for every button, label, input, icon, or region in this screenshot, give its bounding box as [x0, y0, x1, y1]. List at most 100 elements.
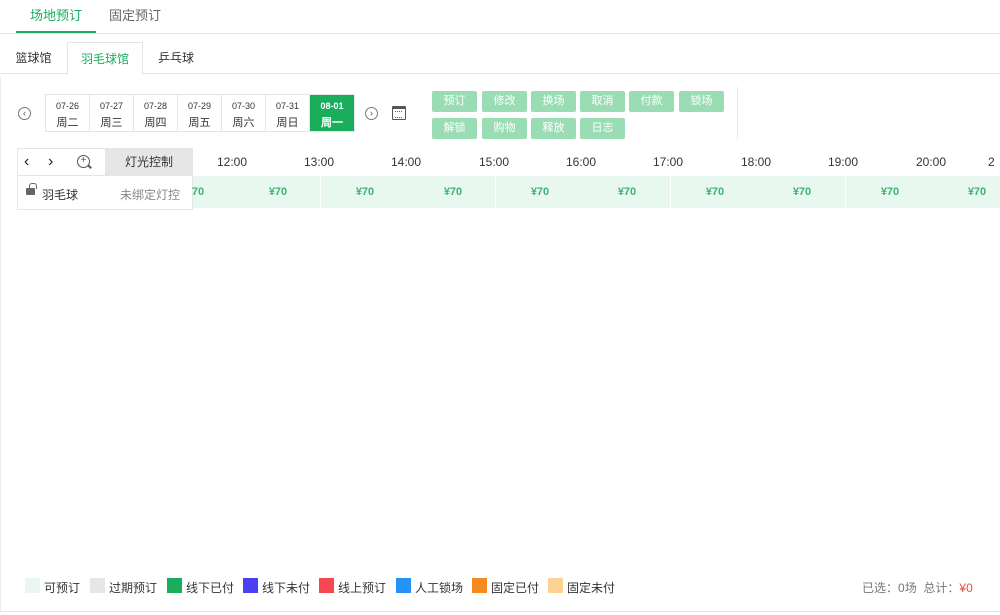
scroll-left-icon[interactable]: ‹ [24, 153, 30, 170]
legend-swatch [25, 578, 40, 593]
legend-label: 线下未付 [262, 581, 311, 595]
date-cell[interactable]: 07-29 周五 [178, 95, 222, 131]
court-name: 羽毛球 [42, 188, 79, 202]
date-label: 07-28 [143, 101, 168, 111]
legend-label: 固定已付 [491, 581, 540, 595]
slot-divider [320, 176, 321, 208]
time-slot[interactable]: 70 [191, 186, 205, 198]
weekday-label: 周日 [276, 117, 299, 129]
slot-divider [845, 176, 846, 208]
time-label: 15:00 [478, 155, 510, 169]
log-button[interactable]: 日志 [580, 118, 625, 139]
total-amount: ¥0 [959, 581, 973, 595]
date-cell[interactable]: 07-30 周六 [222, 95, 266, 131]
time-label: 16:00 [565, 155, 597, 169]
date-cell[interactable]: 07-27 周三 [90, 95, 134, 131]
time-label: 20:00 [915, 155, 947, 169]
time-label: 14:00 [390, 155, 422, 169]
legend-label: 线下已付 [186, 581, 235, 595]
date-cell[interactable]: 07-31 周日 [266, 95, 310, 131]
book-button[interactable]: 预订 [432, 91, 477, 112]
weekday-label: 周三 [100, 117, 123, 129]
bottom-divider [0, 611, 1000, 612]
time-slot-row: 70 ¥70 ¥70 ¥70 ¥70 ¥70 ¥70 ¥70 ¥70 ¥70 [192, 176, 1000, 208]
date-cell[interactable]: 07-28 周四 [134, 95, 178, 131]
time-slot[interactable]: ¥70 [617, 186, 637, 198]
legend-label: 线上预订 [338, 581, 387, 595]
time-slot[interactable]: ¥70 [880, 186, 900, 198]
shop-button[interactable]: 购物 [482, 118, 527, 139]
weekday-label: 周四 [144, 117, 167, 129]
release-button[interactable]: 释放 [531, 118, 576, 139]
unlock-button[interactable]: 解锁 [432, 118, 477, 139]
cancel-button[interactable]: 取消 [580, 91, 625, 112]
prev-week-icon[interactable]: ‹ [18, 107, 31, 120]
time-label: 13:00 [303, 155, 335, 169]
date-label: 07-26 [55, 101, 80, 111]
legend-label: 过期预订 [109, 581, 158, 595]
time-slot[interactable]: ¥70 [443, 186, 463, 198]
court-row-label: 羽毛球 未绑定灯控 [17, 176, 193, 210]
time-slot[interactable]: ¥70 [967, 186, 987, 198]
legend-label: 人工锁场 [415, 581, 464, 595]
legend-label: 可预订 [44, 581, 81, 595]
legend-label: 固定未付 [567, 581, 616, 595]
time-slot[interactable]: ¥70 [355, 186, 375, 198]
date-label: 07-29 [187, 101, 212, 111]
selected-prefix: 已选： [862, 581, 899, 595]
weekday-label: 周五 [188, 117, 211, 129]
legend-swatch [243, 578, 258, 593]
total-prefix: 总计： [923, 581, 960, 595]
date-label: 07-31 [275, 101, 300, 111]
calendar-icon[interactable] [392, 106, 406, 120]
selection-summary: 已选：0场 总计：¥0 [862, 579, 973, 596]
unlock-icon[interactable] [26, 183, 37, 195]
time-label: 18:00 [740, 155, 772, 169]
light-bind-status: 未绑定灯控 [120, 188, 181, 202]
next-week-icon[interactable]: › [365, 107, 378, 120]
toolbar-divider [737, 87, 738, 139]
time-slot[interactable]: ¥70 [705, 186, 725, 198]
booking-panel [0, 77, 1000, 612]
tab-badminton[interactable]: 羽毛球馆 [67, 42, 143, 75]
legend-swatch [472, 578, 487, 593]
tab-venue-booking[interactable]: 场地预订 [16, 0, 96, 33]
weekday-label: 周六 [232, 117, 255, 129]
legend-swatch [167, 578, 182, 593]
weekday-label: 周二 [56, 117, 79, 129]
date-label: 08-01 [320, 101, 344, 111]
legend-swatch [90, 578, 105, 593]
selected-count: 0场 [898, 581, 917, 595]
weekday-label: 周一 [321, 117, 343, 129]
time-label: 19:00 [827, 155, 859, 169]
scroll-right-icon[interactable]: › [48, 153, 54, 170]
time-slot[interactable]: ¥70 [792, 186, 812, 198]
light-control-button[interactable]: 灯光控制 [105, 149, 193, 175]
lock-court-button[interactable]: 锁场 [679, 91, 724, 112]
tab-fixed-booking[interactable]: 固定预订 [108, 8, 161, 23]
zoom-icon[interactable]: + [77, 155, 90, 168]
time-label: 12:00 [216, 155, 248, 169]
venue-tab-bar: 篮球馆 羽毛球馆 乒乓球 [0, 42, 1000, 75]
legend-swatch [319, 578, 334, 593]
time-slot[interactable]: ¥70 [530, 186, 550, 198]
time-label: 2 [988, 155, 995, 169]
pay-button[interactable]: 付款 [629, 91, 674, 112]
grid-header: ‹ › + 灯光控制 [17, 148, 193, 176]
change-court-button[interactable]: 换场 [531, 91, 576, 112]
date-cell[interactable]: 07-26 周二 [46, 95, 90, 131]
date-label: 07-30 [231, 101, 256, 111]
modify-button[interactable]: 修改 [482, 91, 527, 112]
top-tab-bar: 场地预订 固定预订 [0, 0, 1000, 34]
date-label: 07-27 [99, 101, 124, 111]
slot-divider [495, 176, 496, 208]
date-cell-selected[interactable]: 08-01 周一 [310, 95, 354, 131]
slot-divider [670, 176, 671, 208]
legend-swatch [396, 578, 411, 593]
tab-pingpong[interactable]: 乒乓球 [157, 51, 194, 65]
time-label: 17:00 [652, 155, 684, 169]
time-slot[interactable]: ¥70 [268, 186, 288, 198]
tab-basketball[interactable]: 篮球馆 [15, 51, 52, 65]
legend-swatch [548, 578, 563, 593]
